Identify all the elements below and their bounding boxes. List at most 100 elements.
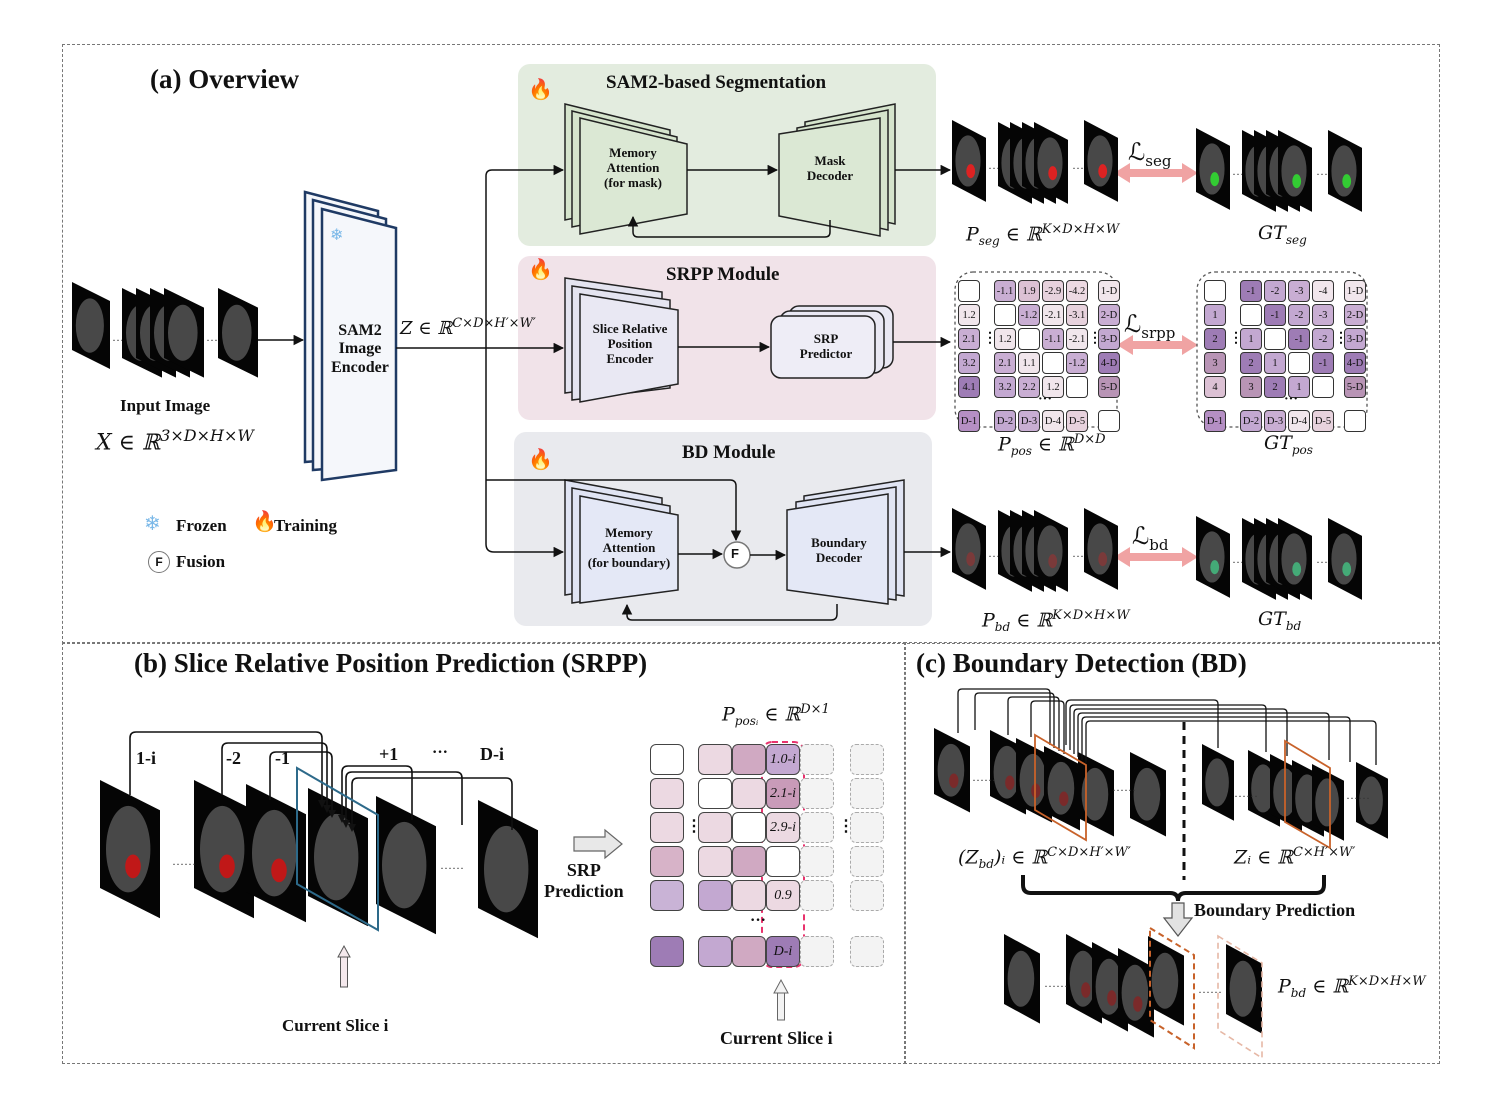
ct-slice [952,508,986,590]
matrix-left-cell: 4 [1204,376,1226,398]
grid-cell [698,778,732,809]
matrix-right-cell: 2-D [1098,304,1120,326]
matrix-cell: 1 [1288,376,1310,398]
matrix-cell [1066,376,1088,398]
grid-ghost-cell [800,846,834,877]
matrix-cell [994,304,1016,326]
gt-pos-label: GTpos [1264,432,1313,457]
grid-bottom-left-cell [650,936,684,967]
grid-current-column-cell [766,846,800,877]
matrix-cell: 1.9 [1018,280,1040,302]
ct-slice [194,780,254,919]
grid-cell [732,846,766,877]
offset-label-minus-1: -1 [275,748,290,768]
ct-slice [478,800,538,939]
snowflake-icon: ❄ [144,513,161,535]
srpp-loss-arrow [1117,335,1198,355]
ellipsis: ······ [1198,985,1222,999]
matrix-right-cell: 4-D [1344,352,1366,374]
grid-ghost-cell [800,778,834,809]
grid-current-column-cell: 2.9-i [766,812,800,843]
ellipsis: ······ [172,857,196,871]
slice-relative-position-encoder-block [564,277,679,403]
matrix-cell: -2 [1312,328,1334,350]
matrix-cell: 1.2 [994,328,1016,350]
bd-connection-lines [957,688,1377,765]
matrix-cell [1240,304,1262,326]
offset-label-1-i: 1-i [136,748,156,768]
matrix-cell: -2.1 [1042,304,1064,326]
grid-cell [732,812,766,843]
bd-panel-title: (c) Boundary Detection (BD) [916,648,1247,678]
matrix-cell [1018,328,1040,350]
matrix-bottom-cell: D-2 [994,410,1016,432]
matrix-bottom-cell: D-5 [1066,410,1088,432]
grid-ghost-cell [850,846,884,877]
grid-ghost-cell [800,936,834,967]
p-seg-label: Pseg ∈ ℝK×D×H×W [966,222,1120,249]
matrix-bottom-cell: D-4 [1042,410,1064,432]
matrix-cell: -3.1 [1066,304,1088,326]
memory-attention-boundary-block [564,479,679,604]
ellipsis: ··· [1038,392,1053,407]
ct-slice [1226,944,1262,1034]
zi-label: Zᵢ ∈ ℝC×H′×W′ [1234,845,1356,869]
ellipsis: ······ [1346,791,1370,805]
fire-icon: 🔥 [528,449,553,471]
matrix-right-cell: 3-D [1098,328,1120,350]
ct-slice [1196,128,1230,210]
matrix-right-cell: 2-D [1344,304,1366,326]
overview-title: (a) Overview [150,64,300,94]
ct-slices: ········································… [72,120,1388,1038]
ct-slice [218,288,258,378]
matrix-cell: 1 [1240,328,1262,350]
p-pos-i-label: Pposᵢ ∈ ℝD×1 [722,702,830,729]
matrix-right-cell: 1-D [1344,280,1366,302]
matrix-cell: -2 [1264,280,1286,302]
ct-slice [308,788,368,927]
matrix-left-cell: 2 [1204,328,1226,350]
offset-label-minus-2: -2 [226,748,241,768]
matrix-bottom-right-cell [1344,410,1366,432]
grid-cell [732,880,766,911]
boundary-decoder-block [786,479,905,605]
matrix-cell: -3 [1312,304,1334,326]
ellipsis: ⋮ [983,331,997,346]
ellipsis: ······ [1234,789,1258,803]
grid-ghost-cell [850,778,884,809]
matrix-left-cell: 1 [1204,304,1226,326]
seg-loss-arrow [1114,163,1198,183]
ellipsis: ⋮ [838,818,854,835]
srp-encoder-label: Slice Relative Position Encoder [592,321,668,366]
ellipsis: ······ [1044,979,1068,993]
grid-left-cell [650,812,684,843]
matrix-bottom-cell: D-2 [1240,410,1262,432]
encoder-label: SAM2 Image Encoder [331,322,389,376]
matrix-cell: -1 [1288,328,1310,350]
gt-seg-label: GTseg [1258,222,1307,247]
p-bd-bottom-label: Pbd ∈ ℝK×D×H×W [1278,974,1426,1001]
matrix-cell: 2 [1240,352,1262,374]
boundary-decoder-label: Boundary Decoder [811,535,867,565]
matrix-left-cell: 4.1 [958,376,980,398]
grid-current-column-bottom-cell: D-i [766,936,800,967]
matrix-left-cell: 1.2 [958,304,980,326]
matrix-cell: -1.2 [1018,304,1040,326]
srpp-offset-arrows [129,731,513,830]
merge-brace [1021,875,1326,902]
fire-icon: 🔥 [252,511,277,533]
ellipsis: ······ [440,861,464,875]
offset-label-plus-1: +1 [379,744,399,764]
grid-cell [698,812,732,843]
bd-module-title: BD Module [682,442,776,463]
srp-predictor-label: SRP Predictor [799,331,853,361]
grid-cell [732,778,766,809]
ellipsis: ······ [1112,783,1136,797]
ct-slice [1084,508,1118,590]
matrix-right-cell: 1-D [1098,280,1120,302]
matrix-cell: -1.1 [994,280,1016,302]
matrix-cell: 2.1 [994,352,1016,374]
ct-slice [164,288,204,378]
ct-slice [934,728,970,813]
matrix-cell: -2.9 [1042,280,1064,302]
